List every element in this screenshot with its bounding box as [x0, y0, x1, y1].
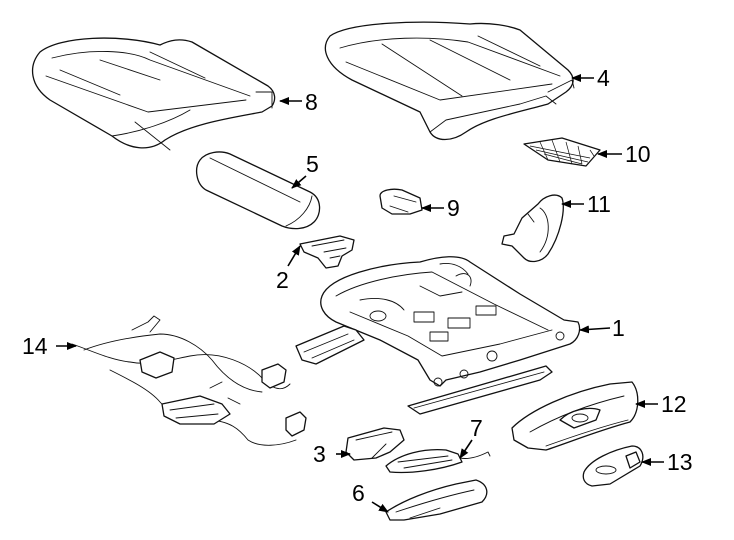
seat-cushion-pad-part-8: [31, 37, 276, 151]
bracket-part-2: [299, 235, 355, 269]
callout-3: 3: [313, 441, 326, 467]
trim-cover-part-11: [501, 194, 564, 263]
wiring-harness-part-14: [71, 315, 307, 446]
callout-2: 2: [276, 267, 289, 293]
seat-frame-part-1: [295, 256, 581, 415]
callout-14: 14: [22, 333, 48, 359]
bracket-part-9: [379, 188, 423, 215]
side-shield-part-12: [511, 381, 639, 451]
callout-6: 6: [352, 480, 365, 506]
callout-7: 7: [470, 415, 483, 441]
callout-10: 10: [625, 141, 651, 167]
bolster-part-5: [195, 151, 321, 230]
seat-cushion-part-4: [324, 21, 575, 141]
callout-12: 12: [661, 391, 687, 417]
switch-part-13: [582, 445, 644, 487]
callout-4: 4: [597, 65, 610, 91]
heater-pad-part-10: [523, 137, 601, 167]
callout-9: 9: [447, 195, 460, 221]
callout-5: 5: [306, 151, 319, 177]
trim-panel-part-6: [385, 479, 488, 521]
callout-8: 8: [305, 89, 318, 115]
callout-11: 11: [587, 191, 611, 217]
sensor-mat-part-7: [385, 448, 491, 474]
cover-part-3: [345, 427, 405, 461]
callout-13: 13: [667, 449, 693, 475]
callout-1: 1: [612, 315, 625, 341]
